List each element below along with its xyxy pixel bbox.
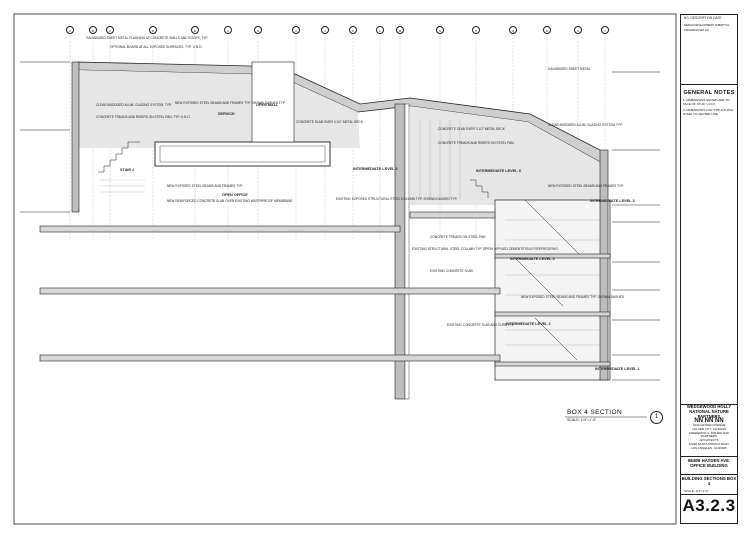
grid-bubble: D bbox=[149, 26, 157, 34]
general-note-1: 1. DIMENSIONS SHOWN ARE TO FACE OF STUD,… bbox=[683, 98, 730, 106]
sheet-number: A3.2.3 bbox=[682, 496, 736, 515]
note-11: CONCRETE TREADS AND RISERS ON STEEL PAN bbox=[438, 141, 514, 145]
project-name: 5840B HAYDEN AVE. OFFICE BUILDING bbox=[687, 458, 731, 468]
label-service: SERVICE bbox=[218, 112, 235, 116]
grid-bubble: Q bbox=[509, 26, 517, 34]
label-open-mall: OPEN MALL bbox=[256, 103, 279, 107]
note-13: CLEAR ANODIZED ALUM. GLAZING SYSTEM TYP. bbox=[548, 123, 623, 127]
sheet-title: BUILDING SECTIONS BOX 4 bbox=[681, 476, 737, 486]
note-6: CONCRETE SLAB OVER 3 1/2" METAL DECK bbox=[296, 120, 363, 124]
open-mall-shaft bbox=[251, 61, 295, 143]
railing-hatch bbox=[100, 120, 600, 346]
label-level2: INTERMEDIATE LEVEL 2 bbox=[506, 322, 551, 326]
firm-line-4: ARCHITECTS bbox=[699, 438, 719, 443]
floor-slabs bbox=[39, 211, 611, 367]
note-9: EXISTING EXPOSED STRUCTURAL STEEL COLUMN… bbox=[336, 197, 458, 201]
label-level4: INTERMEDIATE LEVEL 4 bbox=[510, 257, 555, 261]
revision-area bbox=[681, 15, 737, 85]
grid-bubble: F bbox=[224, 26, 232, 34]
service-box bbox=[154, 141, 331, 167]
note-15: EXISTING CONCRETE SLAB bbox=[430, 269, 473, 273]
firm-line-6: LOS ANGELES, CA 90025 bbox=[691, 445, 727, 450]
interior-fill-right bbox=[410, 106, 600, 205]
note-7: NEW EXPOSED STEEL BEAMS AND FRAMES TYP. bbox=[167, 184, 243, 188]
project-area bbox=[681, 457, 737, 475]
sheet-title-area bbox=[681, 475, 737, 495]
firm-sub: NATIONAL NATURE PARTNERS bbox=[689, 409, 729, 419]
grid-bubble: S bbox=[574, 26, 582, 34]
grid-bubble: E bbox=[191, 26, 199, 34]
note-2: OPTIONAL BOARD AT ALL EXPOSED SURFACES, … bbox=[110, 45, 203, 49]
note-10: CONCRETE SLAB OVER 3 1/2" METAL DECK bbox=[438, 127, 505, 131]
revision-row-2: PROGRESS SET 1/3 bbox=[684, 29, 709, 32]
label-level1: INTERMEDIATE LEVEL 1 bbox=[595, 367, 640, 371]
firm-line-5: 12248 SANTA MONICA BLVD. bbox=[688, 441, 730, 446]
note-18: NEW EXPOSED STEEL BEAMS AND FRAMES TYP. bbox=[548, 184, 624, 188]
left-wall bbox=[71, 61, 80, 213]
note-12: GALVANIZED SHEET METAL bbox=[548, 67, 591, 71]
grid-bubble: T bbox=[601, 26, 609, 34]
drawing-title: BOX 4 SECTION bbox=[567, 409, 623, 416]
firm-name: WEDGEWOOD HOLLY bbox=[686, 404, 732, 409]
label-level3-left: INTERMEDIATE LEVEL 3 bbox=[353, 167, 398, 171]
interior-fill-left bbox=[78, 70, 360, 148]
revisions-header: NO. DESCRIPTION DATE bbox=[684, 16, 722, 20]
note-5: NEW EXPOSED STEEL BEAMS AND FRAMES TYP. … bbox=[175, 101, 286, 105]
drawing-scale: SCALE: 1/4"=1'-0" bbox=[567, 418, 597, 422]
sheet-border bbox=[13, 13, 677, 525]
firm-block: WEDGEWOOD HOLLY NATIONAL NATURE PARTNERS… bbox=[681, 404, 737, 451]
label-stair2: STAIR 2 bbox=[120, 168, 135, 172]
sheet-scale: SCALE: 1/4"=1'-0" bbox=[684, 489, 709, 493]
note-4: CONCRETE TREADS AND RISERS ON STEEL PAN,… bbox=[96, 115, 191, 119]
firm-line-2: CULVER CITY, CA 90232 bbox=[691, 426, 727, 431]
note-1: GALVANIZED SHEET METAL FLASHING AT CONCR… bbox=[86, 36, 209, 40]
grid-bubble: N bbox=[436, 26, 444, 34]
column-2 bbox=[404, 103, 410, 400]
level-markers bbox=[20, 61, 660, 381]
label-level3: INTERMEDIATE LEVEL 3 bbox=[590, 199, 635, 203]
grid-bubble: P bbox=[472, 26, 480, 34]
note-16: NEW EXPOSED STEEL BEAMS AND FRAMES TYP. … bbox=[521, 295, 625, 299]
stair-core bbox=[494, 199, 611, 381]
grid-bubble: K bbox=[349, 26, 357, 34]
label-level-x: INTERMEDIATE LEVEL X bbox=[476, 169, 522, 173]
grid-bubble: C bbox=[106, 26, 114, 34]
drawing-callout: 1 bbox=[650, 411, 663, 424]
stair-treads bbox=[98, 141, 580, 361]
grid-bubble: B bbox=[89, 26, 97, 34]
firm-area bbox=[681, 405, 737, 457]
note-17: CONCRETE TREADS ON STEEL PAN bbox=[430, 235, 486, 239]
grid-bubble: R bbox=[543, 26, 551, 34]
note-8: NEW REINFORCED CONCRETE SLAB OVER EXISTI… bbox=[167, 199, 293, 203]
notes-area bbox=[681, 85, 737, 405]
revision-row-1: DESIGN DEVELOPMENT SUBMITTAL bbox=[684, 24, 730, 27]
label-open-office: OPEN OFFICE bbox=[222, 193, 248, 197]
general-notes-title: GENERAL NOTES bbox=[683, 90, 735, 96]
grid-bubble: A bbox=[66, 26, 74, 34]
note-19: EXISTING CONCRETE SLAB AND CURB TYP. bbox=[447, 323, 515, 327]
firm-logo: NN NN NN bbox=[694, 418, 724, 424]
service-box-inner bbox=[159, 145, 326, 163]
grid-bubble: L bbox=[376, 26, 384, 34]
grid-bubble: J bbox=[321, 26, 329, 34]
note-14: EXISTING STRUCTURAL STEEL COLUMN TYP. SP… bbox=[412, 247, 558, 251]
grid-bubble: G bbox=[254, 26, 262, 34]
general-notes: GENERAL NOTES 1. DIMENSIONS SHOWN ARE TO… bbox=[683, 90, 735, 116]
grid-bubble: H bbox=[292, 26, 300, 34]
general-note-2: 2. DIMENSIONS FOR STRUCTURAL STEEL TO CE… bbox=[683, 108, 734, 116]
right-wall bbox=[599, 149, 609, 381]
note-3: CLEAR ANODIZED ALUM. GLAZING SYSTEM, TYP… bbox=[96, 103, 172, 107]
firm-line-3: FREDERICK A. FISHER AND PARTNERS bbox=[689, 430, 729, 439]
grid-bubble: M bbox=[396, 26, 404, 34]
firm-line-1: 3240 HAYDEN AVENUE bbox=[692, 423, 726, 427]
title-block bbox=[680, 14, 738, 524]
